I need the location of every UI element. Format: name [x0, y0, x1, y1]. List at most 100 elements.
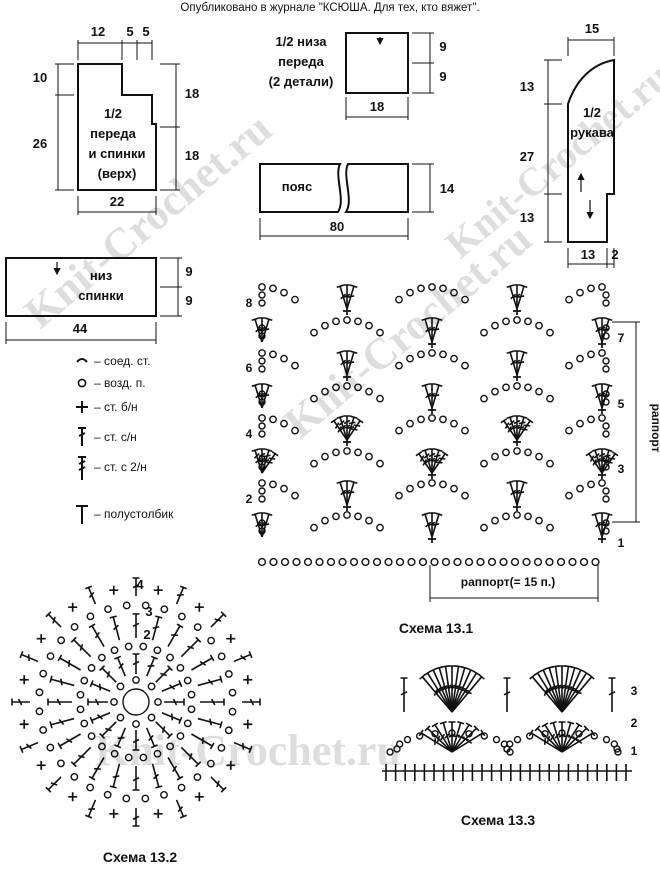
chain-stitch — [153, 749, 162, 758]
chain-stitch — [535, 321, 543, 330]
chain-stitch — [116, 682, 125, 691]
chain-stitch — [602, 299, 610, 307]
double-crochet-stitch — [516, 284, 528, 310]
double-crochet-stitch — [57, 654, 81, 671]
row-number: 4 — [246, 427, 253, 441]
chain-stitch — [602, 527, 610, 535]
double-crochet-stitch — [132, 613, 140, 638]
double-crochet-stitch — [343, 284, 351, 309]
chain-stitch — [602, 519, 610, 527]
chain-stitch — [430, 557, 439, 567]
double-crochet-stitch — [145, 727, 158, 749]
chain-stitch — [177, 612, 186, 621]
double-crochet-stitch — [336, 350, 348, 376]
svg-text:9: 9 — [439, 69, 446, 84]
repeat-vertical-marker — [612, 321, 640, 523]
chain-stitch — [480, 732, 489, 740]
chain-stitch — [110, 646, 119, 655]
svg-text:переда: переда — [278, 54, 325, 69]
double-crochet-stitch — [513, 480, 521, 505]
chain-stitch — [46, 652, 55, 661]
chain-stitch — [480, 459, 488, 468]
treble-crochet-stitch — [516, 418, 534, 441]
chain-stitch — [461, 361, 469, 370]
double-crochet-stitch — [534, 725, 563, 753]
svg-text:5: 5 — [126, 24, 133, 39]
chain-stitch — [491, 321, 499, 330]
double-crochet-stitch — [161, 680, 183, 693]
double-crochet-stitch — [155, 721, 173, 739]
chain-stitch — [354, 383, 362, 392]
treble-crochet-stitch — [336, 415, 348, 441]
chain-stitch — [257, 557, 267, 567]
chain-stitch — [533, 557, 543, 567]
double-crochet-stitch — [346, 284, 358, 310]
double-crochet-stitch — [561, 720, 575, 753]
pattern-belt-text: пояс 14 80 — [282, 179, 455, 234]
single-crochet-stitch — [343, 438, 351, 446]
double-crochet-stitch — [167, 757, 184, 781]
chain-stitch — [291, 426, 299, 435]
double-crochet-stitch — [534, 670, 563, 713]
chain-stitch — [258, 357, 266, 365]
double-crochet-stitch — [343, 350, 351, 375]
chain-stitch — [39, 726, 48, 734]
round-number: 3 — [145, 604, 152, 619]
chain-stitch — [160, 790, 168, 799]
double-crochet-stitch — [541, 722, 563, 753]
svg-text:спинки: спинки — [78, 288, 123, 303]
double-crochet-stitch — [109, 763, 121, 789]
chain-stitch — [522, 557, 531, 567]
round-number: 4 — [136, 577, 144, 592]
chain-stitch — [417, 415, 425, 424]
chain-stitch — [598, 414, 606, 422]
single-crochet-stitch — [194, 792, 204, 802]
chain-stitch — [269, 480, 277, 489]
chain-stitch — [576, 354, 584, 363]
slip-stitch-icon — [76, 358, 88, 363]
row-number: 3 — [631, 684, 638, 698]
chain-stitch — [258, 479, 266, 487]
chain-stitch — [103, 790, 112, 799]
svg-text:9: 9 — [439, 39, 446, 54]
chain-stitch — [502, 317, 510, 326]
row-number: 5 — [618, 397, 625, 411]
chain-stitch — [587, 284, 595, 293]
chain-stitch — [491, 387, 499, 396]
double-crochet-stitch — [45, 611, 62, 628]
chain-stitch — [464, 557, 474, 567]
treble-crochet-stitch — [591, 448, 603, 474]
double-crochet-stitch — [85, 799, 97, 819]
double-crochet-stitch — [167, 623, 184, 647]
chain-stitch — [480, 523, 488, 532]
chain-stitch — [476, 557, 485, 567]
chain-stitch — [395, 740, 404, 748]
double-crochet-stitch — [89, 680, 111, 693]
chain-stitch — [310, 394, 318, 403]
chain-stitch — [332, 448, 340, 457]
chain-stitch — [417, 350, 425, 359]
single-crochet-stitch — [243, 675, 253, 685]
svg-text:Knit-Crochet.ru: Knit-Crochet.ru — [95, 726, 401, 775]
chain-stitch — [310, 523, 318, 532]
svg-text:12: 12 — [91, 24, 105, 39]
chain-stitch — [439, 284, 447, 293]
row-number: 7 — [618, 331, 625, 345]
single-crochet-stitch — [598, 340, 606, 348]
single-crochet-stitch — [513, 373, 521, 381]
chain-stitch — [418, 557, 428, 567]
chain-stitch — [406, 419, 414, 428]
chain-stitch — [86, 612, 95, 621]
chain-stitch — [177, 783, 186, 792]
scheme-13-2-labels: 4 3 2 Схема 13.2 — [103, 577, 177, 865]
repeat-horizontal-label: раппорт(= 15 п.) — [461, 575, 555, 589]
chain-stitch — [258, 299, 266, 307]
legend-slip-stitch: – соед. ст. — [76, 354, 150, 368]
chain-stitch — [332, 317, 340, 326]
double-crochet-stitch — [151, 615, 163, 641]
double-crochet-stitch — [418, 729, 453, 753]
chain-stitch — [602, 398, 610, 406]
chain-stitch — [291, 361, 299, 370]
chain-stitch — [602, 735, 611, 744]
double-crochet-stitch — [428, 317, 436, 342]
